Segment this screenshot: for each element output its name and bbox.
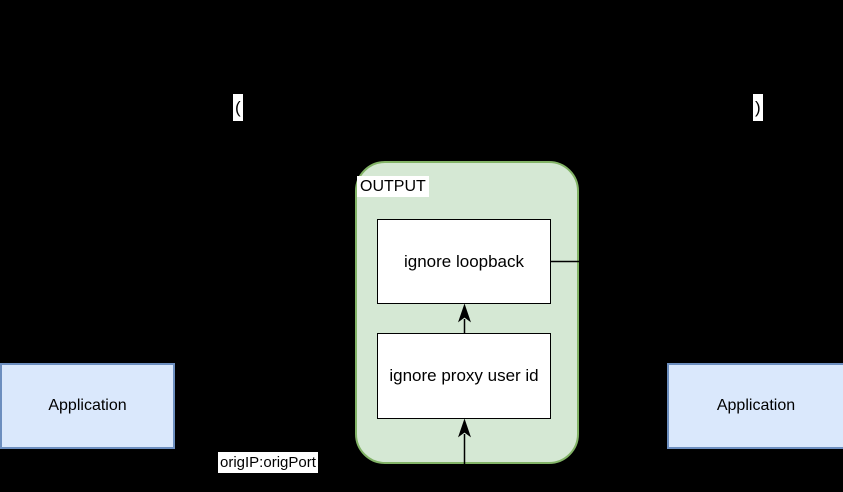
application-box-right: Application bbox=[667, 363, 843, 449]
rule-ignore-loopback-label: ignore loopback bbox=[403, 251, 525, 271]
application-box-left: Application bbox=[0, 363, 175, 449]
right-paren-label: ) bbox=[753, 94, 763, 121]
rule-ignore-loopback: ignore loopback bbox=[377, 219, 551, 304]
rule-ignore-proxy-user-id-label: ignore proxy user id bbox=[389, 366, 539, 385]
application-box-right-label: Application bbox=[716, 397, 796, 414]
output-chain-title: OUTPUT bbox=[357, 176, 429, 197]
left-paren-label: ( bbox=[233, 94, 243, 121]
rule-ignore-proxy-user-id: ignore proxy user id bbox=[377, 333, 551, 419]
application-box-left-label: Application bbox=[48, 397, 127, 414]
edge-label-origip-origport: origIP:origPort bbox=[218, 452, 318, 473]
